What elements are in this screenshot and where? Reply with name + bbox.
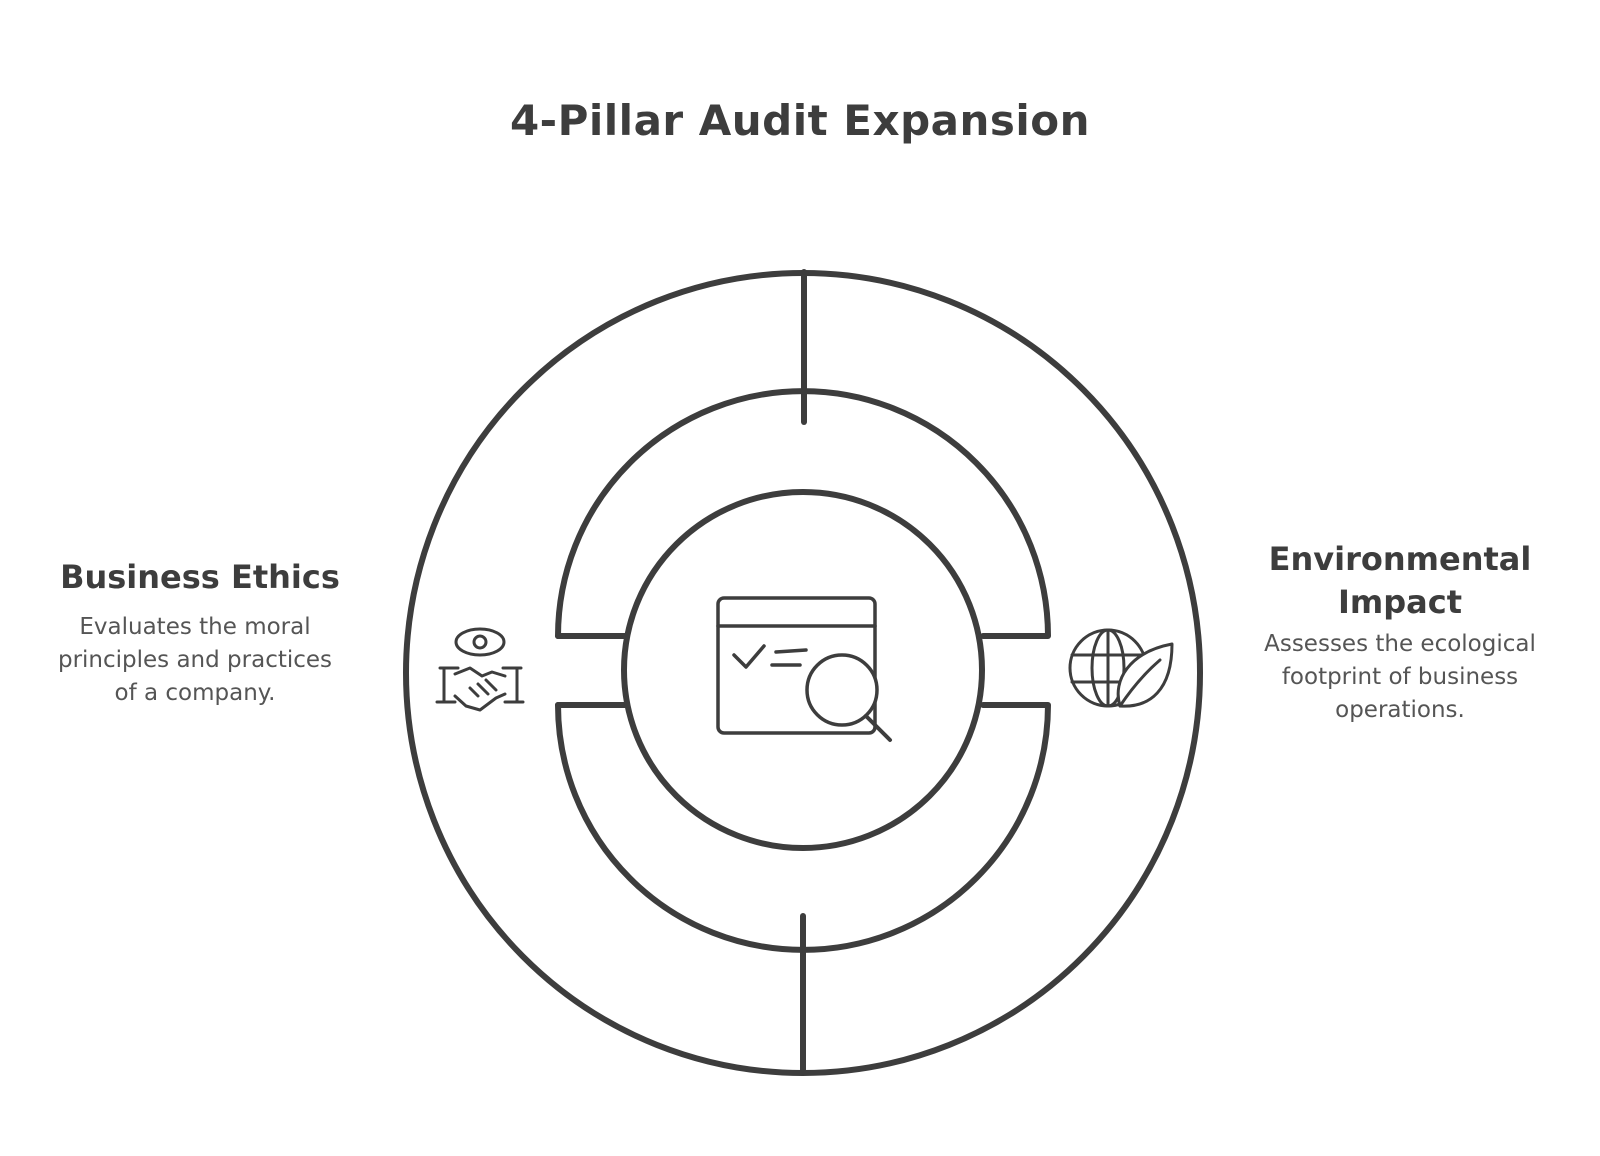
audit-checklist-magnifier-icon [716, 596, 892, 742]
pillar-description: Evaluates the moral principles and pract… [57, 614, 333, 706]
pillar-business-ethics: Business Ethics Evaluates the moral prin… [30, 556, 370, 710]
handshake-eye-icon [435, 627, 525, 712]
middle-ring-top [555, 388, 1051, 639]
middle-ring-bottom [555, 702, 1051, 953]
globe-leaf-icon [1068, 628, 1174, 708]
pillar-heading: Environmental Impact [1268, 540, 1532, 621]
pillar-environmental-impact: Environmental Impact Assesses the ecolog… [1220, 538, 1580, 727]
diagram-title: 4-Pillar Audit Expansion [509, 96, 1091, 145]
inner-circle [621, 489, 985, 851]
pillar-heading: Business Ethics [60, 558, 340, 596]
pillar-description: Assesses the ecological footprint of bus… [1264, 631, 1536, 723]
